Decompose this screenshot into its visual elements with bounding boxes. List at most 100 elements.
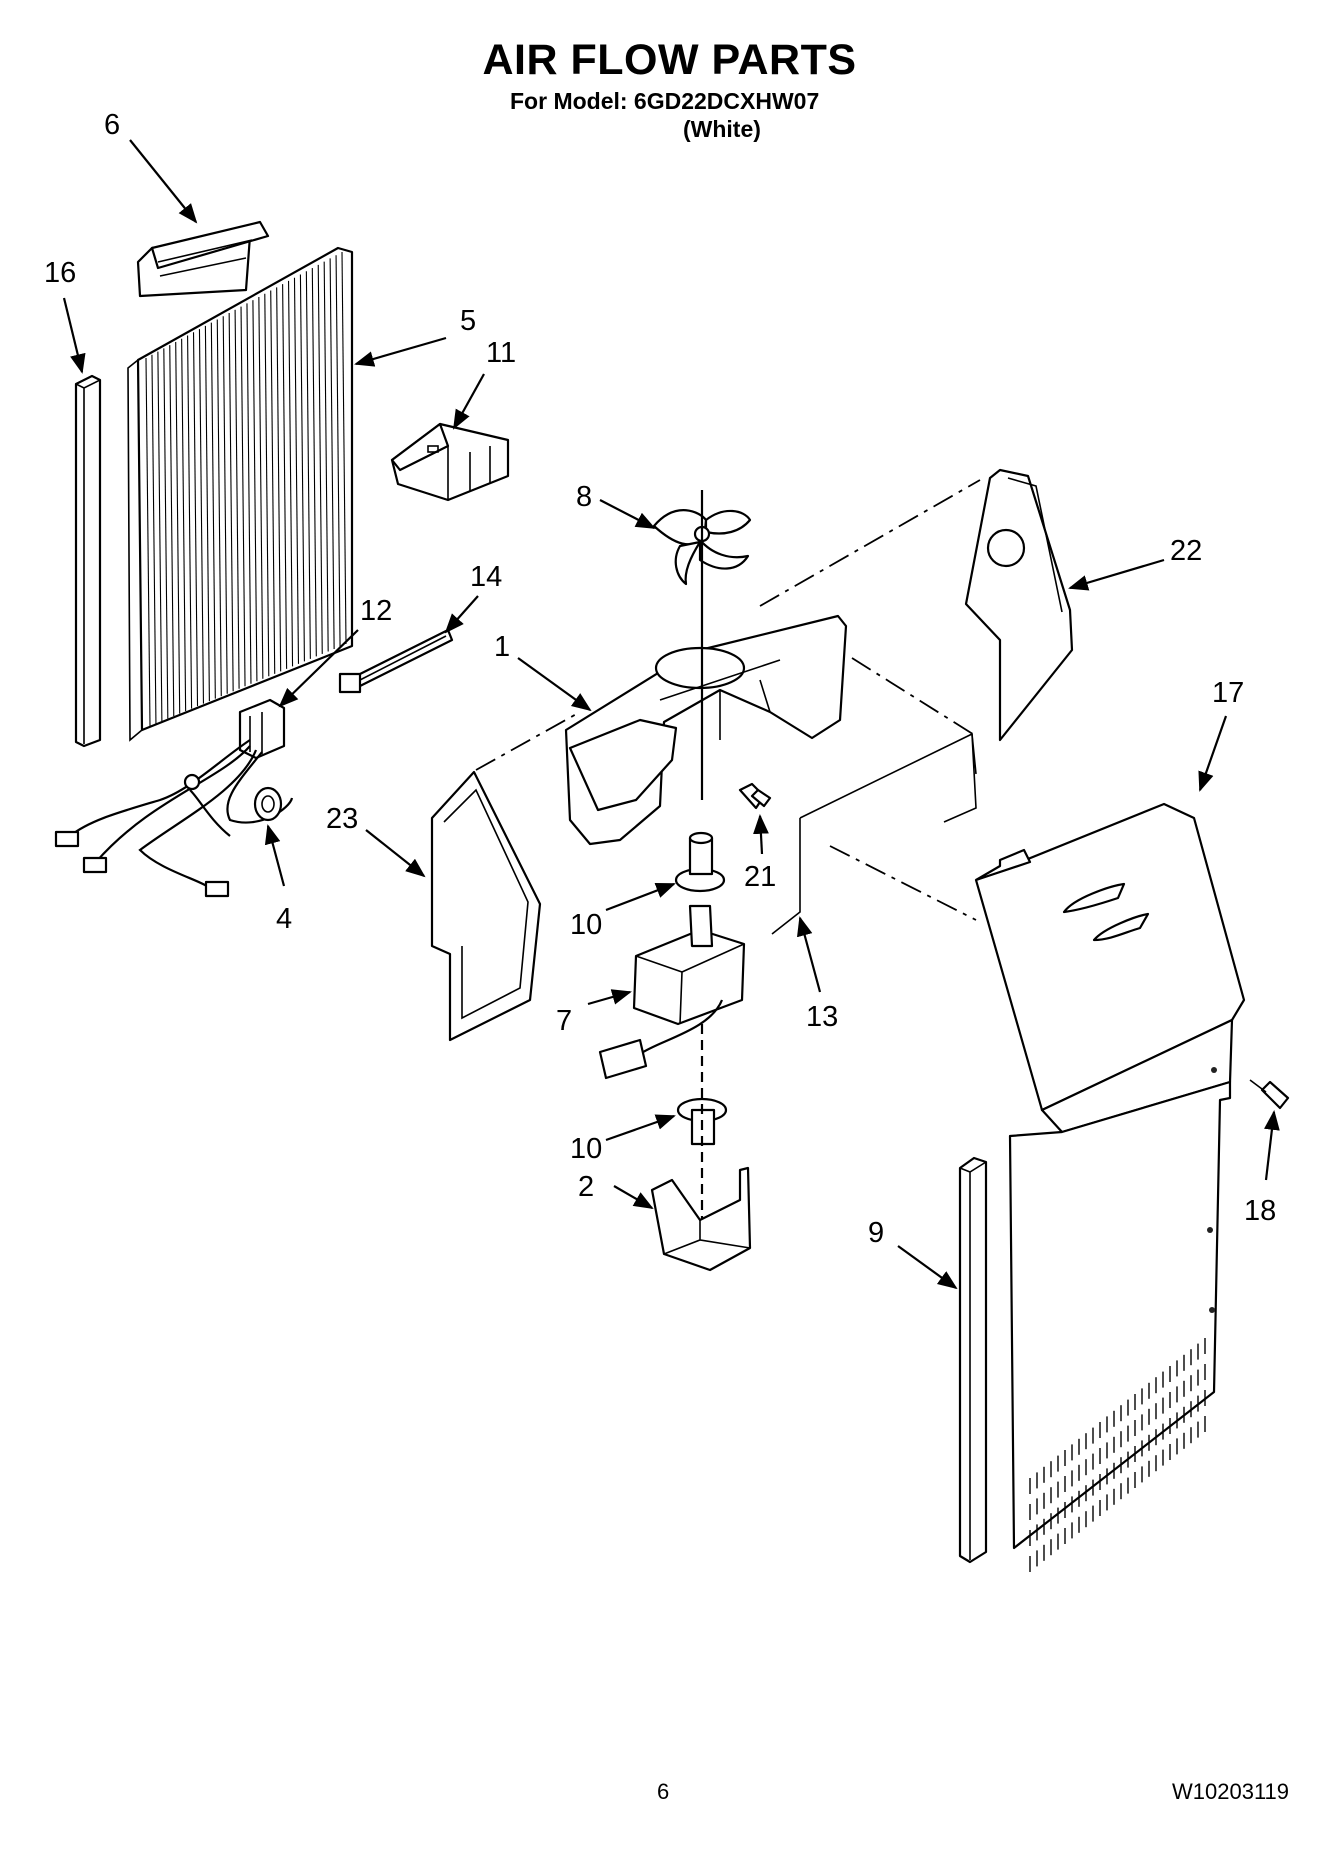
leader-14 [444,595,479,634]
part-23-duct-panel [430,770,542,1042]
part-7-fan-motor [598,904,746,1080]
panel-rib [204,325,210,702]
callout-6: 6 [104,109,120,141]
panel-rib [157,351,163,722]
panel-rib [282,284,288,669]
part-4-grommet [253,786,283,822]
panel-rib [276,287,282,672]
part-8-fan-blade [652,509,752,586]
part-22-duct-panel [964,468,1074,742]
part-16-strip [74,374,102,748]
panel-rib [293,277,300,664]
part-12-wire-harness [54,698,294,898]
callout-12: 12 [360,595,392,627]
callout-14: 14 [470,561,502,593]
callout-23: 23 [326,803,358,835]
leader-1 [517,657,592,712]
cover-vents [1029,1338,1206,1572]
document-number: W10203119 [1172,1779,1290,1804]
panel-rib [234,309,240,689]
panel-rib [246,303,252,684]
leader-4 [264,824,286,887]
panel-rib [145,357,151,727]
panel-rib [240,306,246,687]
callout-21: 21 [744,861,776,893]
leader-23 [365,829,426,878]
callout-2: 2 [578,1171,594,1203]
part-10-upper-bushing [674,831,726,893]
callout-1: 1 [494,631,510,663]
leader-17 [1198,715,1228,792]
panel-ribs [145,251,347,727]
part-5-panel [127,246,354,742]
page-number: 6 [657,1779,670,1804]
panel-rib [252,300,258,682]
leader-5 [354,336,447,367]
assembly-line [475,711,581,771]
part-1-fan-shroud [564,614,848,846]
color-line: (White) [683,116,761,142]
callout-10a: 10 [570,909,602,941]
panel-rib [198,329,205,704]
leader-7 [587,989,632,1006]
callout-7: 7 [556,1005,572,1037]
leader-2 [613,1185,654,1209]
part-18-screw [1249,1079,1290,1110]
leader-6 [129,139,198,224]
panel-rib [335,255,341,647]
panel-rib [169,345,175,717]
callout-9: 9 [868,1217,884,1249]
callout-13: 13 [806,1001,838,1033]
panel-rib [210,322,216,699]
leader-8 [599,499,656,529]
callout-17: 17 [1212,677,1244,709]
assembly-line [829,845,977,921]
panel-rib [228,313,234,692]
panel-rib [323,261,329,652]
panel-rib [163,348,169,719]
callout-16: 16 [44,257,76,289]
part-6-trim [136,220,270,298]
panel-rib [341,251,347,645]
model-line: For Model: 6GD22DCXHW07 [510,88,820,114]
panel-rib [287,280,294,667]
leader-13 [797,916,822,993]
callout-5: 5 [460,305,476,337]
leader-21 [753,814,769,855]
panel-rib [187,335,193,709]
leader-9 [897,1245,958,1290]
panel-rib [151,354,157,724]
part-2-motor-bracket [650,1166,752,1272]
leader-10a [605,882,676,912]
leader-12 [278,629,359,708]
panel-rib [317,264,323,654]
panel-rib [258,296,264,679]
part-17-evap-cover [974,802,1246,1572]
panel-rib [222,316,228,694]
panel-rib [175,341,181,714]
callout-11: 11 [486,337,516,369]
panel-rib [270,290,276,674]
callout-8: 8 [576,481,592,513]
panel-rib [305,271,311,659]
panel-rib [264,293,270,677]
assembly-line [759,479,981,607]
leader-22 [1068,558,1165,591]
assembly-line [851,657,977,737]
callout-22: 22 [1170,535,1202,567]
part-21-screw [738,782,772,810]
leader-11 [453,373,485,430]
leader-16 [62,297,86,374]
panel-rib [299,274,305,662]
leader-10b [605,1114,676,1142]
part-11-bracket [390,422,510,502]
part-9-strip [958,1156,988,1564]
part-14-cable-tie [338,628,454,694]
panel-rib [216,319,222,697]
panel-rib [181,338,187,712]
callout-10b: 10 [570,1133,602,1165]
callout-4: 4 [276,903,292,935]
part-13-wire-frame [771,732,977,935]
diagram-title: AIR FLOW PARTS [482,36,857,84]
